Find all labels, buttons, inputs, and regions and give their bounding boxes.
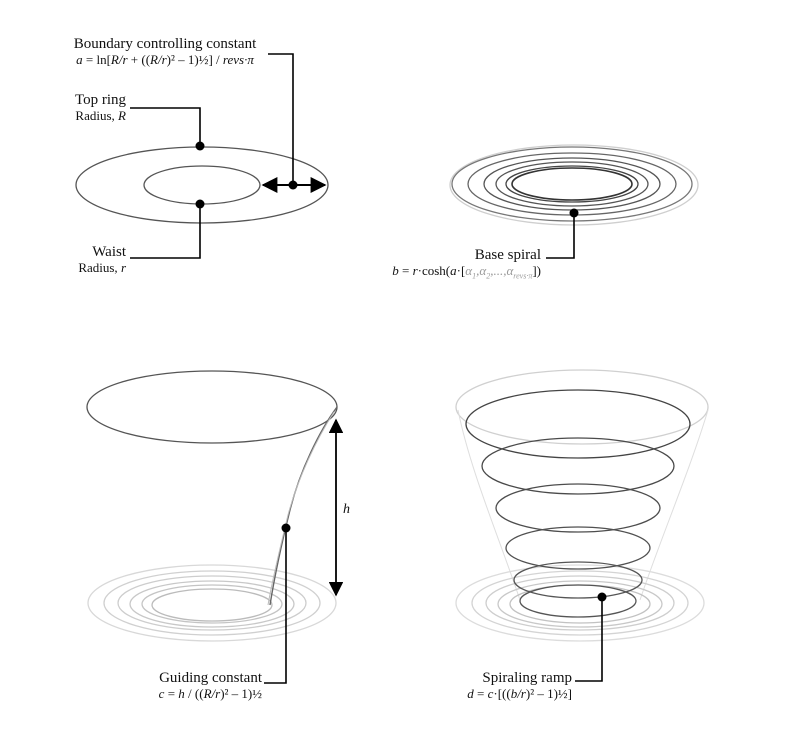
base-f-alphas: α1,α2,...,αrevs·π [465,263,533,281]
base-f-s3: revs·π [513,271,533,281]
ramp-loop-6 [519,584,637,618]
guide-base-3 [117,575,307,631]
boundary-formula: a = ln[R/r + ((R/r)² – 1)½] / revs·π [60,52,270,68]
top-ring-sub-text: Radius, [75,108,119,123]
ramp-f-br: b/r [510,686,526,701]
base-ring-2 [451,146,693,222]
guiding-formula: c = h / ((R/r)² – 1)½ [100,686,262,702]
ramp-label: Spiraling ramp d = c·[((b/r)² – 1)½] [420,670,572,702]
base-f-b: b [392,263,399,278]
ramp-base-2 [471,570,689,636]
top-ring-var: R [118,108,126,123]
guiding-title: Guiding constant [159,670,262,686]
base-f-dots: ,...,α [490,263,514,278]
guide-f-c: c [158,686,165,701]
ramp-top-faint [455,369,709,445]
height-label: h [343,502,350,518]
guide-top-ellipse [86,370,338,444]
panel-base-spiral [449,144,699,259]
panel-ring-waist [75,53,329,259]
guide-base-6 [151,588,273,622]
guiding-leader [264,528,287,684]
boundary-f-revs: revs [222,52,245,67]
guide-f-rest1: / (( [184,686,204,701]
boundary-leader [268,53,294,185]
boundary-f-pi: ·π [244,52,254,67]
waist-label: Waist Radius, r [40,244,126,276]
waist-leader [130,204,201,259]
waist-sub-text: Radius, [78,260,121,275]
base-ring-6 [505,165,639,203]
ramp-formula: d = c·[((b/r)² – 1)½] [420,686,572,702]
guide-base-2 [103,570,321,636]
base-f-s1: 1 [472,271,477,281]
boundary-f-rr: R/r [110,52,128,67]
waist-subtitle: Radius, r [40,260,126,276]
guide-f-rest2: )² – 1)½ [220,686,262,701]
boundary-label: Boundary controlling constant a = ln[R/r… [60,36,270,68]
base-ring-5 [495,161,649,207]
base-f-alpha1: α [465,263,473,278]
waist-var: r [120,260,126,275]
ramp-loop-4 [505,526,651,570]
base-f-r: r [412,263,418,278]
ramp-f-c: c [487,686,494,701]
boundary-title: Boundary controlling constant [73,36,257,52]
base-f-a: a [450,263,457,278]
top-ring-label: Top ring Radius, R [40,92,126,124]
base-spiral-leader [546,213,575,259]
ramp-base-1 [455,564,705,642]
panel-ramp [455,369,709,682]
guide-f-eq: = [164,686,179,701]
ramp-base-4 [497,580,663,628]
base-ring-7 [511,167,633,201]
ramp-loop-1 [465,389,691,459]
boundary-f-end: )² – 1)½] / [166,52,223,67]
base-f-cosh: ·cosh( [417,263,451,278]
base-f-close: ]) [532,263,541,278]
ramp-loop-3 [495,483,661,533]
top-ring-subtitle: Radius, R [40,108,126,124]
waist-ellipse [143,165,261,205]
ramp-leader [575,597,603,682]
base-spiral-formula: b = r·cosh(a·[α1,α2,...,αrevs·π]) [355,263,541,285]
ramp-loop-2 [481,437,675,495]
guide-f-rr: R/r [203,686,221,701]
ramp-f-d: d [467,686,474,701]
ramp-f-eq: = [473,686,488,701]
base-f-s2: 2 [486,271,491,281]
guiding-label: Guiding constant c = h / ((R/r)² – 1)½ [100,670,262,702]
ramp-title: Spiraling ramp [482,670,572,686]
guiding-curve-shadow [267,411,335,606]
ramp-loop-5 [513,561,643,599]
panel-guiding [86,370,344,684]
waist-title: Waist [92,244,126,260]
boundary-f-eq: = ln[ [82,52,111,67]
boundary-f-rr2: R/r [150,52,167,67]
base-f-eq: = [398,263,413,278]
guide-base-1 [87,564,337,642]
ramp-base-3 [485,575,675,631]
base-f-dot: ·[ [456,263,466,278]
ramp-f-rest1: ·[(( [493,686,511,701]
height-var: h [343,502,350,517]
top-ring-leader [130,107,201,146]
boundary-f-a: a [76,52,83,67]
top-ring-title: Top ring [74,92,126,108]
guiding-curve [269,406,338,606]
boundary-f-mid: + (( [127,52,151,67]
base-spiral-label: Base spiral b = r·cosh(a·[α1,α2,...,αrev… [355,247,541,285]
base-f-comma: ,α [476,263,487,278]
guide-base-5 [141,584,283,624]
base-spiral-title: Base spiral [474,247,541,263]
guide-f-h: h [178,686,185,701]
guide-base-4 [129,580,295,628]
ramp-f-rest2: )² – 1)½] [525,686,572,701]
